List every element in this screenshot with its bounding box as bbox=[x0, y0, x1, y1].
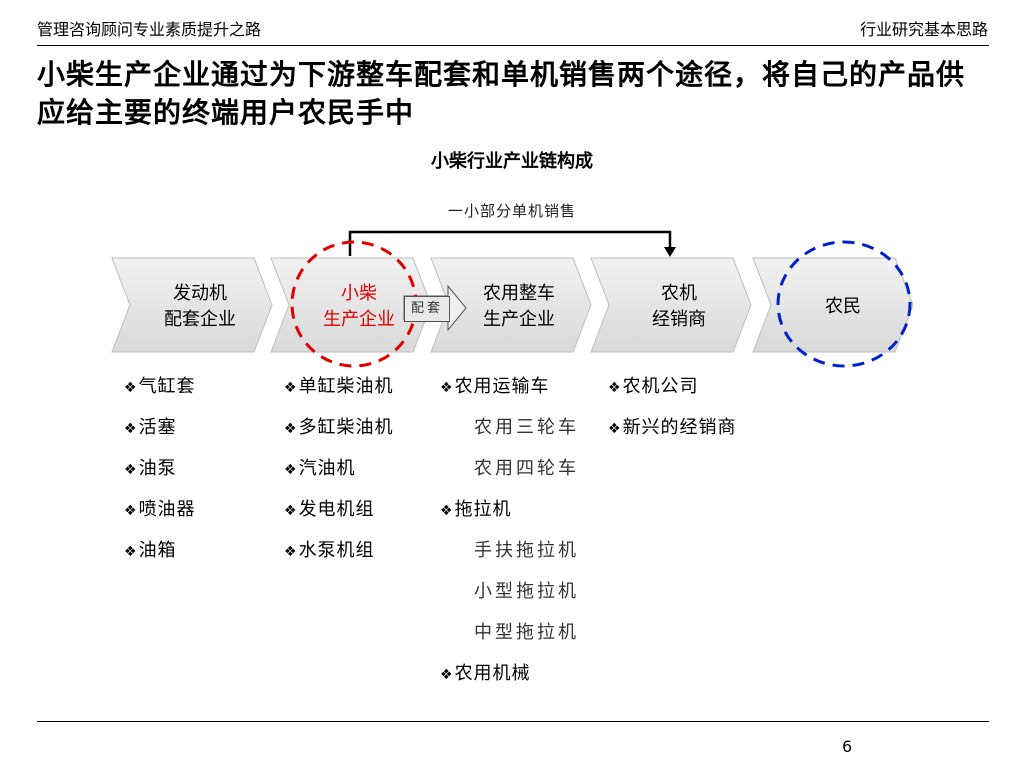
list-item-text: 拖拉机 bbox=[454, 499, 512, 520]
list-item-text: 农用四轮车 bbox=[474, 458, 579, 479]
list-item: ❖农机公司 bbox=[608, 372, 737, 413]
list-item: ❖油箱 bbox=[124, 536, 196, 577]
list-item: 手扶拖拉机 bbox=[440, 536, 579, 577]
diamond-four-icon: ❖ bbox=[284, 380, 298, 396]
highlight-blue-circle bbox=[776, 240, 912, 368]
stage-machinery-dealer: 农机 经销商 bbox=[604, 281, 754, 333]
diamond-four-icon: ❖ bbox=[124, 421, 138, 437]
list-item-text: 油箱 bbox=[138, 540, 177, 561]
diamond-four-icon: ❖ bbox=[284, 421, 298, 437]
list-item-text: 汽油机 bbox=[298, 458, 356, 479]
list-item-text: 油泵 bbox=[138, 458, 177, 479]
footer-divider bbox=[37, 721, 989, 722]
list-item: ❖活塞 bbox=[124, 413, 196, 454]
list-item: 农用四轮车 bbox=[440, 454, 579, 495]
stage-label-line1: 农机 bbox=[661, 283, 697, 304]
diamond-four-icon: ❖ bbox=[608, 380, 622, 396]
column-engine-parts: ❖气缸套❖活塞❖油泵❖喷油器❖油箱 bbox=[124, 372, 196, 577]
list-item-text: 农机公司 bbox=[622, 376, 699, 397]
list-item-text: 小型拖拉机 bbox=[474, 581, 579, 602]
column-small-diesel: ❖单缸柴油机❖多缸柴油机❖汽油机❖发电机组❖水泵机组 bbox=[284, 372, 394, 577]
list-item-text: 中型拖拉机 bbox=[474, 622, 579, 643]
list-item: ❖单缸柴油机 bbox=[284, 372, 394, 413]
list-item: ❖喷油器 bbox=[124, 495, 196, 536]
diamond-four-icon: ❖ bbox=[124, 380, 138, 396]
list-item: ❖农用机械 bbox=[440, 659, 579, 700]
list-item: 中型拖拉机 bbox=[440, 618, 579, 659]
list-item: ❖气缸套 bbox=[124, 372, 196, 413]
column-vehicles: ❖农用运输车农用三轮车农用四轮车❖拖拉机手扶拖拉机小型拖拉机中型拖拉机❖农用机械 bbox=[440, 372, 579, 700]
list-item: ❖拖拉机 bbox=[440, 495, 579, 536]
list-item-text: 新兴的经销商 bbox=[622, 417, 737, 438]
diamond-four-icon: ❖ bbox=[440, 380, 454, 396]
bypass-arrow-head-icon bbox=[664, 247, 676, 257]
header-left-text: 管理咨询顾问专业素质提升之路 bbox=[37, 20, 262, 39]
list-item-text: 多缸柴油机 bbox=[298, 417, 394, 438]
list-item-text: 喷油器 bbox=[138, 499, 196, 520]
chevron-shape bbox=[752, 257, 914, 353]
column-dealers: ❖农机公司❖新兴的经销商 bbox=[608, 372, 737, 454]
stage-label-line1: 发动机 bbox=[173, 283, 227, 304]
list-item: ❖多缸柴油机 bbox=[284, 413, 394, 454]
bypass-arrow-line bbox=[348, 230, 672, 256]
chevron-shape bbox=[590, 257, 752, 353]
diamond-four-icon: ❖ bbox=[440, 667, 454, 683]
stage-vehicle-maker: 农用整车 生产企业 bbox=[444, 281, 594, 333]
list-item-text: 发电机组 bbox=[298, 499, 375, 520]
chevron-shape bbox=[111, 257, 273, 353]
diamond-four-icon: ❖ bbox=[284, 544, 298, 560]
list-item-text: 水泵机组 bbox=[298, 540, 375, 561]
list-item: ❖汽油机 bbox=[284, 454, 394, 495]
list-item: 农用三轮车 bbox=[440, 413, 579, 454]
header-right-text: 行业研究基本思路 bbox=[859, 20, 988, 39]
list-item: ❖新兴的经销商 bbox=[608, 413, 737, 454]
diamond-four-icon: ❖ bbox=[284, 503, 298, 519]
stage-label-line1: 农用整车 bbox=[483, 283, 555, 304]
page-number: 6 bbox=[842, 737, 853, 756]
list-item: 小型拖拉机 bbox=[440, 577, 579, 618]
chevron-group bbox=[111, 257, 914, 353]
diamond-four-icon: ❖ bbox=[124, 503, 138, 519]
diamond-four-icon: ❖ bbox=[124, 462, 138, 478]
list-item: ❖农用运输车 bbox=[440, 372, 579, 413]
diamond-four-icon: ❖ bbox=[608, 421, 622, 437]
list-item-text: 手扶拖拉机 bbox=[474, 540, 579, 561]
list-item: ❖油泵 bbox=[124, 454, 196, 495]
stage-label-line1: 小柴 bbox=[341, 283, 377, 304]
list-item-text: 农用运输车 bbox=[454, 376, 550, 397]
list-item-text: 单缸柴油机 bbox=[298, 376, 394, 397]
stage-label-line1: 农民 bbox=[825, 296, 861, 317]
list-item-text: 农用三轮车 bbox=[474, 417, 579, 438]
diamond-four-icon: ❖ bbox=[284, 462, 298, 478]
stage-label-line2: 生产企业 bbox=[483, 309, 555, 330]
list-item-text: 农用机械 bbox=[454, 663, 531, 684]
list-item-text: 气缸套 bbox=[138, 376, 196, 397]
header-divider bbox=[37, 45, 989, 46]
chevron-shape bbox=[270, 257, 432, 353]
stage-label-line2: 经销商 bbox=[652, 309, 706, 330]
diamond-four-icon: ❖ bbox=[124, 544, 138, 560]
stage-farmers: 农民 bbox=[768, 281, 918, 333]
diamond-four-icon: ❖ bbox=[440, 503, 454, 519]
list-item: ❖水泵机组 bbox=[284, 536, 394, 577]
list-item-text: 活塞 bbox=[138, 417, 177, 438]
stage-label-line2: 配套企业 bbox=[164, 309, 236, 330]
stage-engine-parts: 发动机 配套企业 bbox=[125, 281, 275, 333]
chain-subtitle: 小柴行业产业链构成 bbox=[431, 151, 593, 172]
stage-small-diesel-maker: 小柴 生产企业 bbox=[284, 281, 434, 333]
stage-label-line2: 生产企业 bbox=[323, 309, 395, 330]
slide-title: 小柴生产企业通过为下游整车配套和单机销售两个途径，将自己的产品供应给主要的终端用… bbox=[37, 58, 966, 129]
list-item: ❖发电机组 bbox=[284, 495, 394, 536]
pei-tao-label: 配套 bbox=[404, 296, 450, 322]
single-sales-note: 一小部分单机销售 bbox=[447, 202, 576, 220]
